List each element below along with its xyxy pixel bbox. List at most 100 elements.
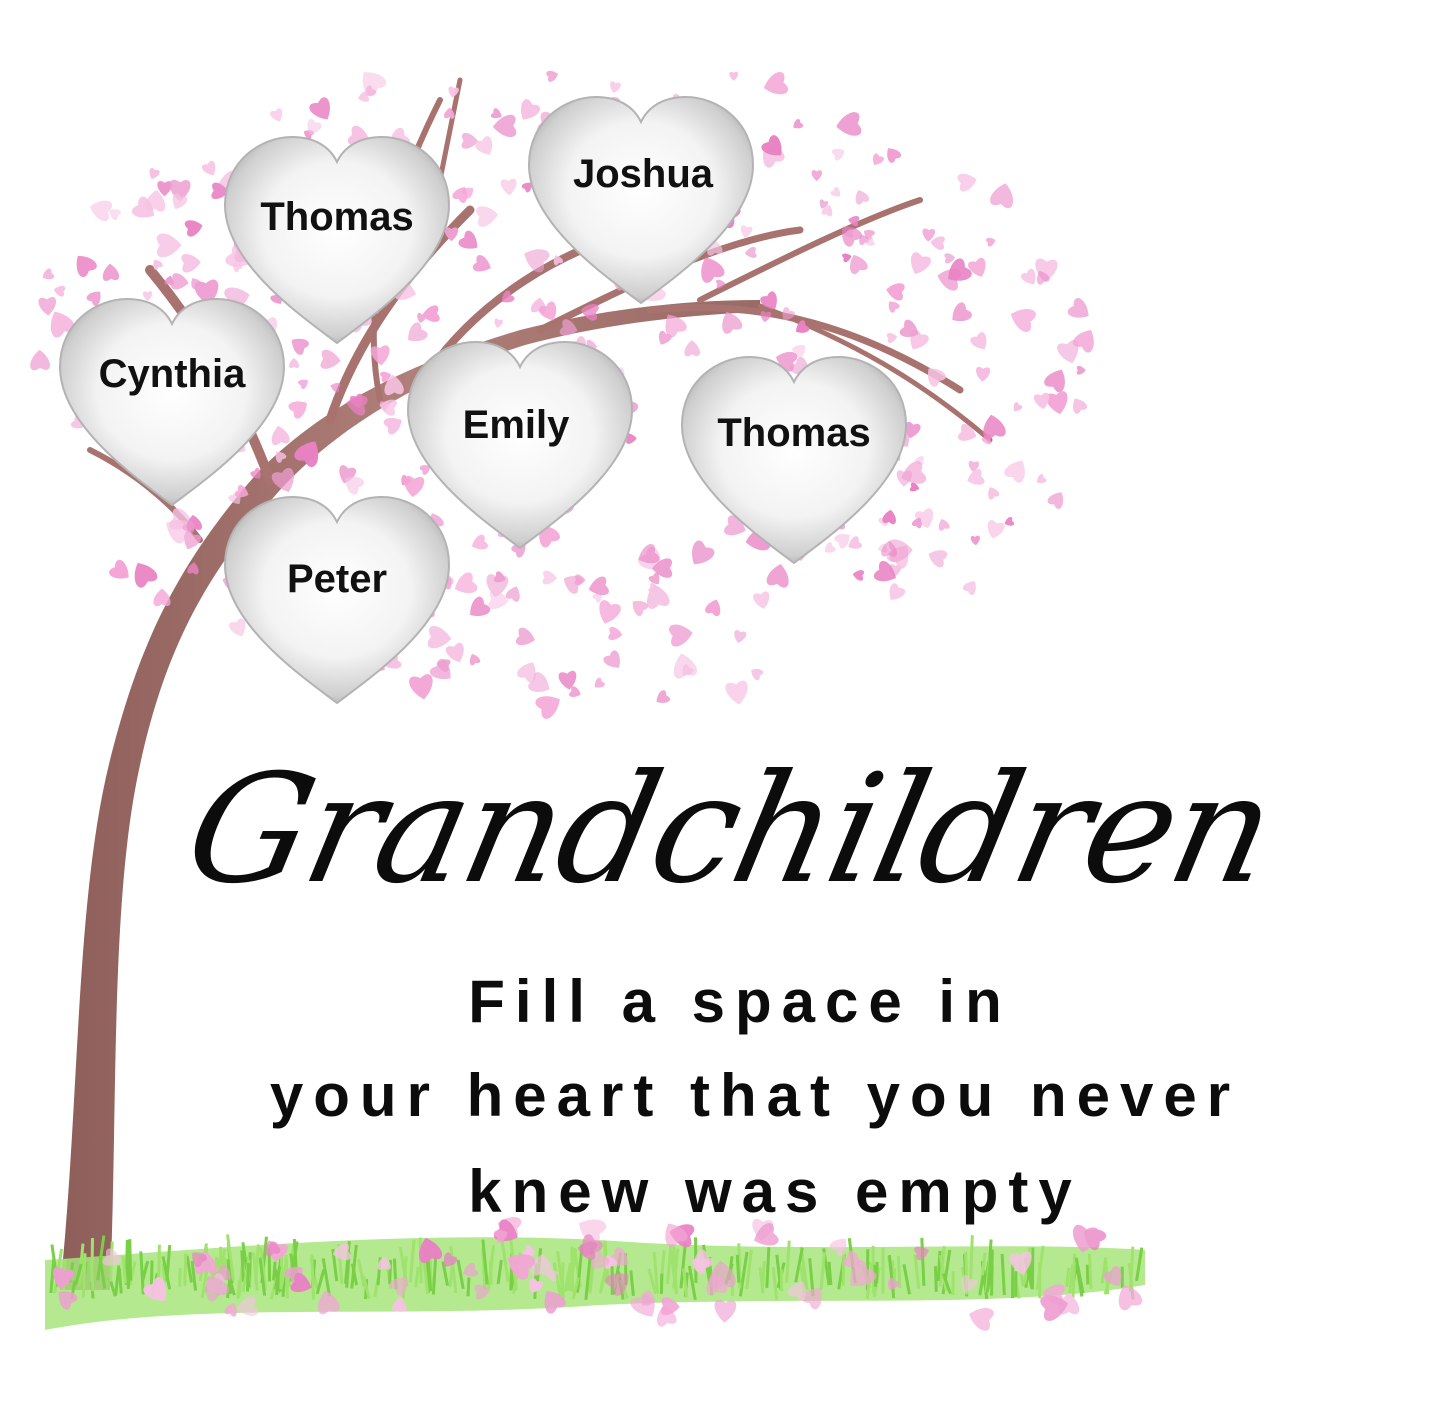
grass-blade (245, 1263, 251, 1292)
blossom-petal (760, 70, 790, 99)
fallen-petal (965, 1303, 995, 1333)
grass-blade (178, 1268, 182, 1287)
blossom-petal (881, 508, 898, 525)
blossom-petal (811, 170, 823, 182)
grass-blade (819, 1252, 826, 1290)
blossom-petal (1010, 401, 1023, 414)
grass-blade (659, 1273, 664, 1294)
blossom-petal (493, 318, 504, 329)
blossom-petal (146, 167, 161, 181)
blossom-petal (969, 330, 992, 354)
blossom-petal (184, 217, 205, 238)
blossom-petal (1046, 488, 1069, 511)
blossom-petal (467, 651, 481, 667)
grass-blade (466, 1277, 471, 1297)
blossom-petal (594, 599, 623, 627)
blossom-petal (488, 589, 510, 611)
blossom-petal (852, 569, 865, 582)
grass-blade (827, 1261, 833, 1286)
blossom-petal (984, 519, 1006, 541)
grass-blade (49, 1257, 56, 1294)
grass-blade (933, 1266, 938, 1292)
blossom-petal (975, 366, 991, 383)
grass-blade (361, 1275, 371, 1300)
blossom-petal (752, 590, 772, 611)
grass-blade (481, 1239, 489, 1285)
blossom-petal (269, 424, 291, 446)
grass-blade (496, 1259, 503, 1285)
grass-blade (310, 1254, 316, 1300)
grass-blade (139, 1251, 145, 1295)
blossom-petal (852, 187, 870, 206)
blossom-petal (515, 626, 538, 649)
grass-blade (254, 1244, 260, 1284)
blossom-petal (533, 689, 566, 721)
grass-blade (1000, 1253, 1006, 1296)
blossom-petal (668, 621, 695, 648)
grass-blade (571, 1277, 580, 1300)
blossom-petal (40, 267, 56, 283)
grass-blade (978, 1275, 985, 1295)
grass-blade (1135, 1247, 1144, 1282)
blossom-petal (790, 118, 804, 132)
blossom-petal (181, 252, 202, 273)
blossom-petal (684, 538, 717, 571)
blossom-petal (744, 246, 757, 259)
blossom-petal (87, 196, 114, 223)
fallen-petal (713, 1299, 737, 1324)
blossom-petal (1045, 390, 1071, 417)
blossom-petal (1034, 473, 1048, 487)
heart-name-label: Thomas (717, 411, 870, 455)
blossom-petal (985, 235, 997, 248)
heart-joshua: Joshua (527, 95, 755, 305)
grass-blade (629, 1270, 635, 1297)
blossom-petal (989, 180, 1017, 210)
blossom-petal (748, 665, 765, 682)
grass-blade (141, 1260, 150, 1281)
grass-blade (913, 1254, 921, 1289)
grass-blade (1087, 1253, 1093, 1289)
blossom-petal (559, 570, 585, 596)
blossom-petal (984, 484, 1001, 501)
blossom-petal (107, 558, 135, 585)
blossom-petal (156, 233, 182, 258)
blossom-petal (732, 629, 747, 645)
blossom-petal (979, 412, 1007, 440)
grass-blade (236, 1280, 241, 1299)
blossom-petal (608, 80, 622, 95)
blossom-petal (530, 296, 548, 314)
blossom-petal (420, 304, 441, 324)
grass-blade (1071, 1253, 1077, 1298)
grass-blade (126, 1257, 132, 1289)
grass-blade (456, 1259, 465, 1290)
blossom-petal (601, 648, 626, 673)
blossom-petal (905, 250, 933, 278)
heart-name-label: Peter (287, 557, 387, 601)
grass-blade (273, 1266, 282, 1290)
blossom-petal (289, 357, 299, 369)
blossom-petal (500, 178, 518, 197)
grass-blade (941, 1273, 952, 1295)
grass-blade (985, 1266, 994, 1293)
grass-blade (652, 1252, 659, 1294)
grass-blade (1100, 1257, 1108, 1284)
grass-blade (183, 1253, 188, 1286)
name-hearts: Thomas Joshua Cynthia Emily Thomas Peter (58, 95, 908, 705)
heart-name-label: Joshua (573, 152, 714, 196)
blossom-petal (475, 204, 500, 228)
blossom-petal (1002, 455, 1032, 485)
blossom-petal (1068, 395, 1089, 415)
blossom-petal (831, 145, 848, 162)
heart-name-label: Cynthia (99, 352, 246, 396)
grass-blade (388, 1259, 393, 1285)
quote-line-1: Fill a space in (468, 968, 1012, 1035)
grass-blade (1065, 1267, 1071, 1288)
grass-blade (896, 1256, 902, 1289)
blossom-petal (669, 650, 699, 680)
blossom-petal (101, 262, 120, 282)
blossom-petal (408, 673, 436, 702)
grass-blade (738, 1251, 749, 1297)
heart-peter: Peter (223, 495, 451, 705)
grass-blade (74, 1263, 83, 1286)
